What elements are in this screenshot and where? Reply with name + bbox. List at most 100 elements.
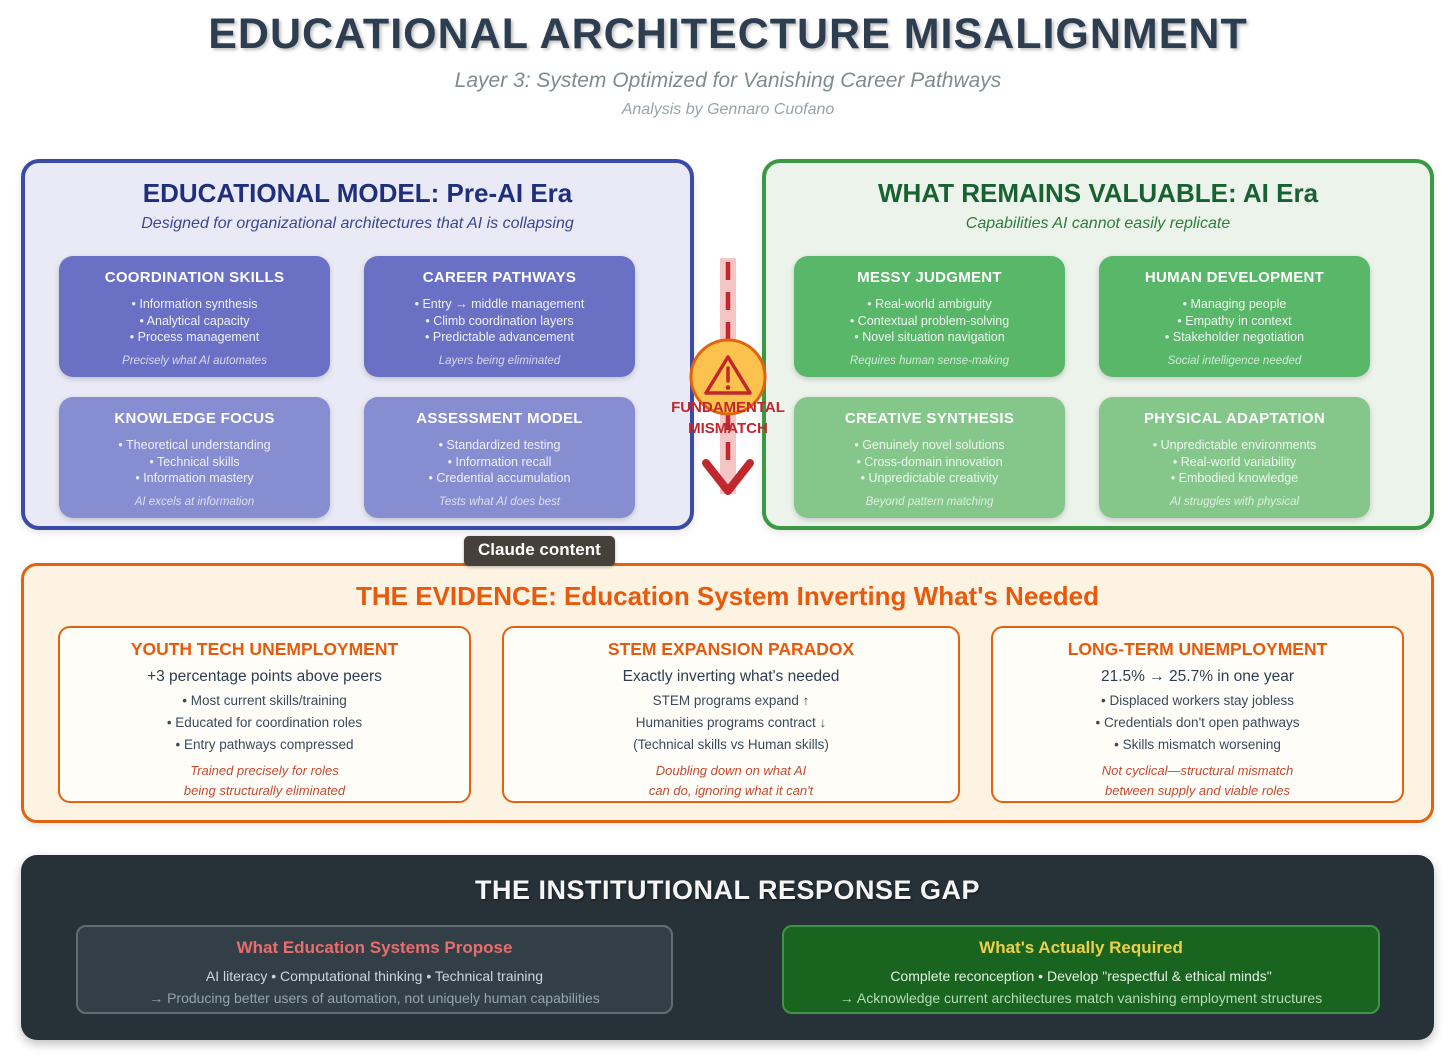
card-bullet: • Genuinely novel solutions [854,438,1005,452]
panel-remains-valuable: WHAT REMAINS VALUABLE: AI Era Capabiliti… [762,159,1434,530]
panel-educational-model: EDUCATIONAL MODEL: Pre-AI Era Designed f… [21,159,694,530]
card-title: HUMAN DEVELOPMENT [1144,269,1325,286]
card-bullet: • Novel situation navigation [854,330,1005,344]
down-arrow-icon [702,459,754,495]
card-bullet: • Credential accumulation [428,471,571,485]
card-title: CREATIVE SYNTHESIS [844,410,1015,427]
card-line: Complete reconception • Develop "respect… [890,968,1272,984]
card-title: YOUTH TECH UNEMPLOYMENT [130,639,399,659]
card-bullet: • Information recall [447,454,552,469]
card-title: STEM EXPANSION PARADOX [607,639,855,659]
card-title: CAREER PATHWAYS [422,269,577,286]
card-bullet: • Empathy in context [1177,313,1292,328]
card-stem-expansion-paradox: STEM EXPANSION PARADOX Exactly inverting… [502,626,960,803]
card-bullet: • Unpredictable environments [1152,438,1317,452]
card-stat: 21.5% → 25.7% in one year [1100,668,1294,685]
card-bullet: • Theoretical understanding [118,438,271,452]
card-footer-note: Tests what AI does best [438,495,561,508]
panel-remains-valuable-subtitle: Capabilities AI cannot easily replicate [965,215,1231,232]
card-title: COORDINATION SKILLS [104,269,285,286]
card-title: LONG-TERM UNEMPLOYMENT [1067,639,1328,659]
card-title: KNOWLEDGE FOCUS [114,410,275,427]
card-footer-note: AI struggles with physical [1169,495,1300,508]
card-bullet: • Displaced workers stay jobless [1100,693,1295,708]
panel-evidence: THE EVIDENCE: Education System Inverting… [21,563,1434,823]
card-footer-note: Trained precisely for roles being struct… [184,761,345,801]
card-bullet: • Standardized testing [438,438,561,452]
panel-remains-valuable-title: WHAT REMAINS VALUABLE: AI Era [877,178,1319,208]
card-education-systems-propose: What Education Systems Propose AI litera… [76,925,673,1014]
card-bullet: • Information synthesis [131,297,258,311]
card-assessment-model: ASSESSMENT MODEL • Standardized testing … [364,397,635,518]
card-physical-adaptation: PHYSICAL ADAPTATION • Unpredictable envi… [1099,397,1370,518]
mismatch-label: FUNDAMENTAL MISMATCH [648,397,808,439]
card-bullet: • Credentials don't open pathways [1095,715,1300,730]
card-footer-note: Doubling down on what AI can do, ignorin… [649,761,813,801]
card-title: What Education Systems Propose [236,938,513,957]
panel-educational-model-title: EDUCATIONAL MODEL: Pre-AI Era [142,178,573,208]
card-creative-synthesis: CREATIVE SYNTHESIS • Genuinely novel sol… [794,397,1065,518]
panel-educational-model-subtitle: Designed for organizational architecture… [141,215,574,232]
card-bullet: • Real-world variability [1172,454,1297,469]
card-bullet: • Information mastery [135,471,254,485]
warning-triangle-icon [704,355,752,395]
card-bullet: • Analytical capacity [139,313,250,328]
card-bullet: • Process management [129,330,260,344]
panel-institutional-response-gap: THE INSTITUTIONAL RESPONSE GAP What Educ… [21,855,1434,1040]
card-coordination-skills: COORDINATION SKILLS • Information synthe… [59,256,330,377]
card-footer-line2: being structurally eliminated [183,783,346,798]
card-bullet: • Predictable advancement [425,330,574,344]
page-subtitle: Layer 3: System Optimized for Vanishing … [454,69,1002,92]
card-title: PHYSICAL ADAPTATION [1144,410,1325,427]
card-footer-note: Precisely what AI automates [122,354,267,367]
card-bullet: • Cross-domain innovation [856,454,1003,469]
card-bullet: • Stakeholder negotiation [1164,330,1305,344]
card-bullet: • Managing people [1182,297,1287,311]
card-messy-judgment: MESSY JUDGMENT • Real-world ambiguity • … [794,256,1065,377]
card-bullet: STEM programs expand ↑ [652,693,810,708]
card-footer-note: Layers being eliminated [438,354,561,367]
card-title: MESSY JUDGMENT [857,269,1002,286]
card-footer-line2: can do, ignoring what it can't [648,783,814,798]
card-title: ASSESSMENT MODEL [416,410,583,427]
evidence-title: THE EVIDENCE: Education System Inverting… [356,581,1099,611]
card-stat: Exactly inverting what's needed [622,668,840,685]
card-human-development: HUMAN DEVELOPMENT • Managing people • Em… [1099,256,1370,377]
card-bullet: • Real-world ambiguity [867,297,992,311]
card-actually-required: What's Actually Required Complete reconc… [782,925,1380,1014]
card-bullet: • Skills mismatch worsening [1114,737,1281,752]
mismatch-arrow-icon [689,258,767,495]
card-bullet: • Contextual problem-solving [849,313,1010,328]
mismatch-label-line2: MISMATCH [688,420,768,437]
card-line: AI literacy • Computational thinking • T… [205,968,544,984]
card-bullet: (Technical skills vs Human skills) [633,737,829,752]
card-stat: +3 percentage points above peers [147,668,382,685]
card-line: → Producing better users of automation, … [149,990,600,1006]
card-bullet: • Entry pathways compressed [175,737,354,752]
card-youth-tech-unemployment: YOUTH TECH UNEMPLOYMENT +3 percentage po… [58,626,471,803]
card-footer-note: AI excels at information [134,495,255,508]
card-footer-line1: Not cyclical—structural mismatch [1101,763,1294,778]
card-footer-line1: Trained precisely for roles [190,763,339,778]
card-line: → Acknowledge current architectures matc… [839,990,1323,1006]
claude-content-badge: Claude content [464,536,615,566]
card-bullet: Humanities programs contract ↓ [635,715,827,730]
card-footer-line2: between supply and viable roles [1104,783,1290,798]
card-footer-note: Requires human sense-making [849,354,1010,367]
page-title: EDUCATIONAL ARCHITECTURE MISALIGNMENT [208,10,1248,58]
card-bullet: • Most current skills/training [182,693,347,708]
mismatch-label-line1: FUNDAMENTAL [671,399,785,416]
page-byline: Analysis by Gennaro Cuofano [621,101,835,118]
card-bullet: • Entry → middle management [414,297,585,311]
gap-title: THE INSTITUTIONAL RESPONSE GAP [474,875,981,905]
card-career-pathways: CAREER PATHWAYS • Entry → middle managem… [364,256,635,377]
card-footer-note: Beyond pattern matching [865,495,994,508]
card-long-term-unemployment: LONG-TERM UNEMPLOYMENT 21.5% → 25.7% in … [991,626,1404,803]
card-bullet: • Unpredictable creativity [860,471,999,485]
card-footer-line1: Doubling down on what AI [655,763,807,778]
card-title: What's Actually Required [979,938,1183,957]
card-bullet: • Educated for coordination roles [166,715,363,730]
card-bullet: • Climb coordination layers [425,313,574,328]
card-footer-note: Social intelligence needed [1167,354,1302,367]
